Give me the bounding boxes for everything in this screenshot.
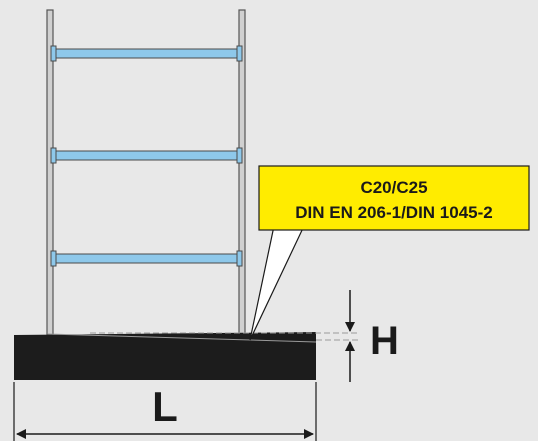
height-dimension: H bbox=[345, 290, 399, 382]
length-label: L bbox=[152, 383, 178, 430]
callout-leader bbox=[249, 225, 305, 341]
standard-label: DIN EN 206-1/DIN 1045-2 bbox=[295, 203, 492, 222]
height-reference-lines bbox=[90, 332, 360, 341]
ladder-rung bbox=[50, 147, 243, 164]
height-label: H bbox=[370, 319, 399, 363]
concrete-grade-label: C20/C25 bbox=[360, 178, 427, 197]
concrete-foundation bbox=[13, 332, 317, 380]
ladder-rung bbox=[50, 250, 243, 267]
length-dimension: L bbox=[13, 382, 317, 441]
ladder-rung bbox=[50, 45, 243, 62]
callout-box: C20/C25 DIN EN 206-1/DIN 1045-2 bbox=[258, 165, 530, 231]
